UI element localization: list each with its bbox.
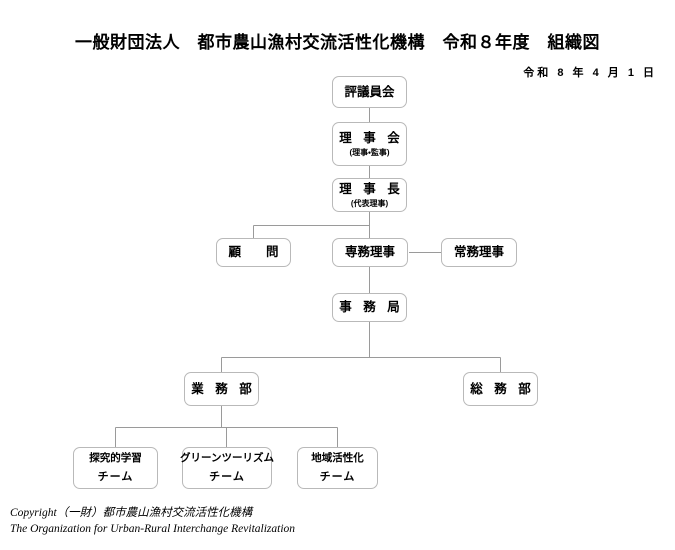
node-chairman[interactable]: 理 事 長 (代表理事) — [332, 178, 407, 212]
node-secretariat-label: 事 務 局 — [339, 300, 404, 315]
node-team-green-tourism[interactable]: グリーンツーリズム チーム — [180, 447, 274, 489]
node-advisor-label: 顧 問 — [228, 245, 279, 260]
node-managing-director[interactable]: 常務理事 — [441, 238, 517, 267]
copyright-line-ja: Copyright（一財）都市農山漁村交流活性化機構 — [10, 506, 253, 519]
node-advisor[interactable]: 顧 問 — [216, 238, 291, 267]
node-councillors[interactable]: 評議員会 — [332, 76, 407, 108]
node-team-regional-revitalization[interactable]: 地域活性化 チーム — [297, 447, 378, 489]
node-secretariat[interactable]: 事 務 局 — [332, 293, 407, 322]
effective-date: 令和 8 年 4 月 1 日 — [523, 67, 657, 79]
node-team-inquiry-learning[interactable]: 探究的学習 チーム — [73, 447, 158, 489]
node-general-affairs-department-label: 総 務 部 — [470, 381, 535, 396]
node-operations-department-label: 業 務 部 — [191, 381, 256, 396]
node-team-green-tourism-label2: チーム — [209, 470, 245, 483]
node-team-regional-revitalization-label: 地域活性化 — [311, 452, 364, 465]
node-general-affairs-department[interactable]: 総 務 部 — [463, 372, 538, 406]
node-team-regional-revitalization-label2: チーム — [319, 470, 356, 483]
node-councillors-label: 評議員会 — [344, 84, 395, 99]
node-executive-director[interactable]: 専務理事 — [332, 238, 408, 267]
node-board-label: 理 事 会 — [339, 131, 404, 146]
node-chairman-label: 理 事 長 — [339, 182, 404, 197]
node-team-inquiry-learning-label: 探究的学習 — [89, 452, 142, 465]
node-board[interactable]: 理 事 会 (理事・監事) — [332, 122, 407, 166]
copyright-footer: Copyright（一財）都市農山漁村交流活性化機構 The Organizat… — [10, 505, 295, 538]
node-board-sublabel: (理事・監事) — [349, 147, 390, 157]
node-managing-director-label: 常務理事 — [453, 245, 504, 260]
node-team-green-tourism-label: グリーンツーリズム — [180, 452, 274, 465]
node-team-inquiry-learning-label2: チーム — [97, 470, 134, 483]
node-operations-department[interactable]: 業 務 部 — [184, 372, 259, 406]
page-title: 一般財団法人 都市農山漁村交流活性化機構 令和８年度 組織図 — [75, 33, 600, 52]
copyright-line-en: The Organization for Urban-Rural Interch… — [10, 523, 296, 536]
node-chairman-sublabel: (代表理事) — [350, 198, 389, 208]
node-executive-director-label: 専務理事 — [344, 245, 395, 260]
